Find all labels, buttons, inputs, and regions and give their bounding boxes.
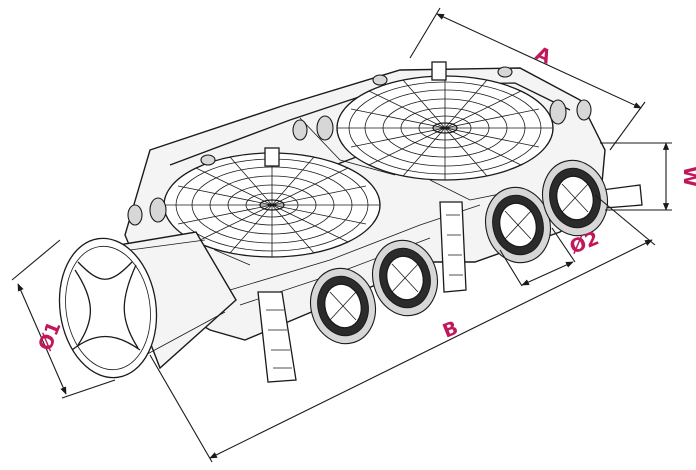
outlet-spigot-4	[542, 159, 608, 237]
dimension-b-label: B	[440, 317, 462, 343]
dimension-w-label: W	[679, 166, 696, 187]
dimension-d1-label: Ø1	[34, 318, 65, 353]
dimension-w: W	[600, 142, 696, 211]
dimension-a-label: A	[532, 42, 555, 68]
main-inlet-spigot	[58, 231, 237, 379]
top-grille-right	[336, 75, 554, 181]
